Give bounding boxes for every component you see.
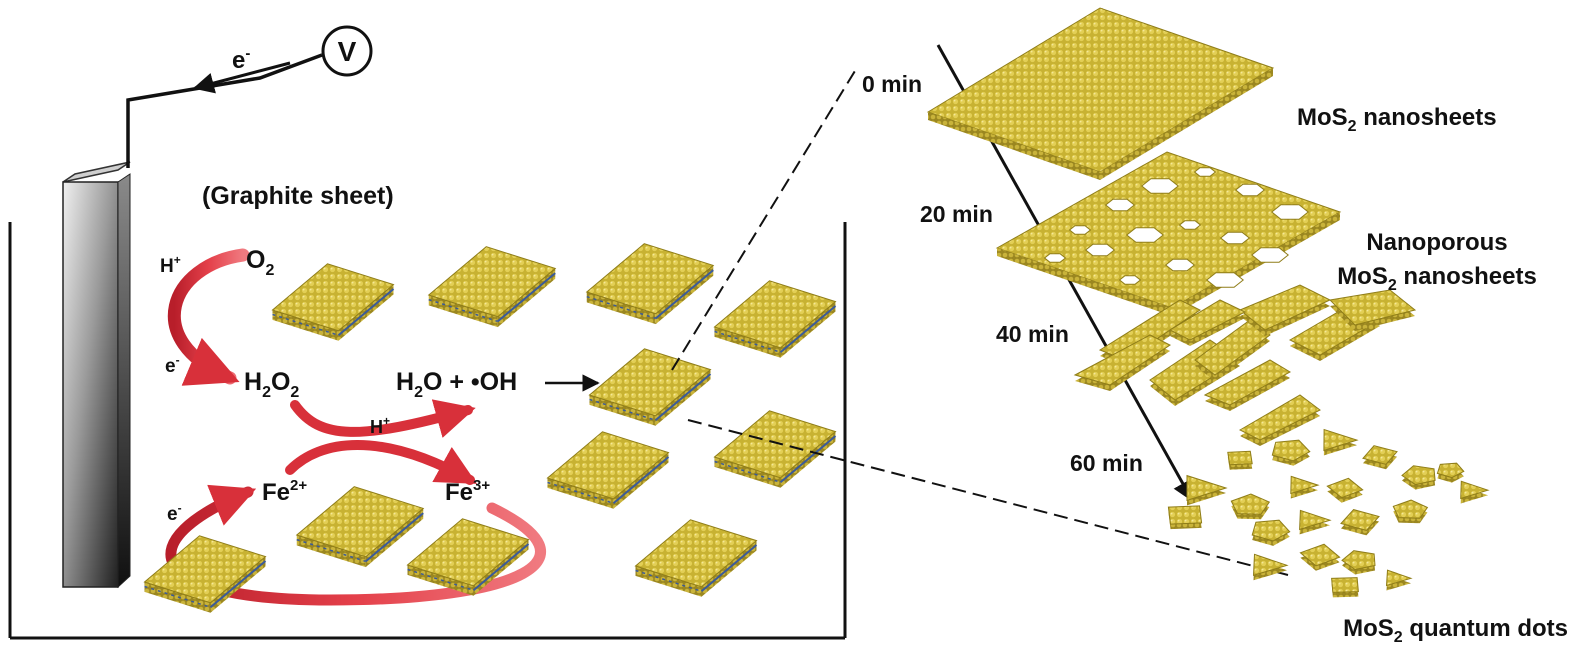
fe2-label: Fe2+: [262, 477, 307, 506]
label-mos2-nanosheets: MoS2 nanosheets: [1297, 104, 1497, 135]
label-nanoporous: Nanoporous: [1366, 229, 1507, 256]
mos2-quantum-dot: [1251, 519, 1291, 546]
stage-nanosheet: [926, 7, 1275, 180]
electron-label-mid: e-: [165, 353, 180, 377]
pore: [1068, 225, 1092, 235]
mos2-fragment: [1168, 299, 1247, 346]
pore: [1193, 167, 1217, 177]
pore: [1104, 198, 1136, 212]
h2o-oh-label: H2O + •OH: [396, 368, 517, 401]
mos2-fragment: [1194, 319, 1271, 381]
beaker: [8, 222, 847, 640]
mos2-quantum-dot: [1331, 577, 1359, 598]
o2-label: O2: [246, 246, 274, 279]
mos2-quantum-dot: [1186, 474, 1228, 506]
pore: [1043, 253, 1067, 263]
svg-text:V: V: [338, 36, 357, 67]
mos2-quantum-dot: [1299, 509, 1332, 535]
mos2-quantum-dot: [1167, 505, 1203, 530]
zoom-lines: [671, 65, 1289, 576]
pore: [1164, 258, 1196, 272]
reaction-arrows: [165, 248, 546, 606]
mos2-quantum-dot: [1299, 543, 1341, 571]
time-label-40: 40 min: [996, 321, 1069, 347]
label-quantum-dots: MoS2 quantum dots: [1343, 615, 1568, 646]
fe3-label: Fe3+: [445, 477, 490, 506]
pore: [1118, 275, 1142, 285]
pore: [1234, 183, 1266, 197]
mos2-quantum-dot: [1230, 493, 1271, 520]
mos2-sheet: [271, 263, 395, 341]
mos2-fragment: [1073, 334, 1171, 391]
pore: [1141, 178, 1179, 194]
mos2-quantum-dot: [1460, 480, 1490, 504]
mos2-sheet: [295, 486, 425, 568]
pore: [1271, 204, 1309, 220]
mos2-sheet: [143, 535, 267, 613]
mos2-fragment: [1203, 359, 1292, 411]
mos2-quantum-dot: [1392, 499, 1429, 524]
mos2-quantum-dot: [1341, 550, 1376, 575]
mos2-quantum-dot: [1362, 445, 1398, 470]
mos2-quantum-dot: [1323, 428, 1359, 456]
voltmeter-icon: V: [321, 25, 373, 77]
graphite-sheet-label: (Graphite sheet): [202, 182, 394, 210]
mos2-sheet: [634, 519, 758, 597]
mos2-sheet: [585, 243, 715, 325]
time-label-60: 60 min: [1070, 450, 1143, 476]
pore: [1126, 227, 1164, 243]
time-label-20: 20 min: [920, 201, 993, 227]
mos2-quantum-dot: [1227, 450, 1253, 470]
mos2-fragment: [1328, 289, 1417, 331]
beaker-mos2-sheets: [143, 243, 837, 613]
mos2-quantum-dot: [1252, 553, 1289, 581]
electron-label-bottom: e-: [167, 501, 182, 525]
pore: [1251, 247, 1289, 263]
mos2-sheet: [406, 518, 530, 596]
mos2-quantum-dot: [1436, 462, 1465, 483]
mos2-quantum-dot: [1401, 465, 1436, 490]
circuit-wire: [126, 53, 323, 168]
mos2-sheet: [713, 280, 837, 358]
mos2-sheet: [546, 431, 670, 509]
h-plus-label-center: H+: [370, 414, 390, 437]
mos2-sheet: [427, 246, 557, 328]
h2o2-label: H2O2: [244, 368, 299, 401]
graphite-electrode: [62, 161, 131, 589]
h-plus-label-top: H+: [160, 253, 181, 277]
mos2-quantum-dot: [1271, 439, 1311, 466]
mos2-fragment: [1238, 394, 1321, 446]
time-label-0: 0 min: [862, 71, 922, 97]
wire-electron-label: e-: [232, 45, 250, 74]
mos2-sheet: [713, 410, 837, 488]
mos2-quantum-dot: [1385, 569, 1413, 591]
stage-quantum-dots: [1167, 428, 1490, 598]
mos2-quantum-dot: [1340, 509, 1380, 536]
mos2-quantum-dot: [1326, 477, 1364, 503]
mos2-sheet: [588, 348, 712, 426]
stage-nanoporous: [995, 151, 1342, 316]
pore: [1178, 220, 1202, 230]
mos2-quantum-dot: [1290, 475, 1320, 499]
pore: [1084, 243, 1116, 257]
stage-fragments: [1073, 284, 1417, 446]
pore: [1219, 231, 1251, 245]
label-nanoporous-mos2: MoS2 nanosheets: [1337, 263, 1537, 294]
pore: [1206, 272, 1244, 288]
